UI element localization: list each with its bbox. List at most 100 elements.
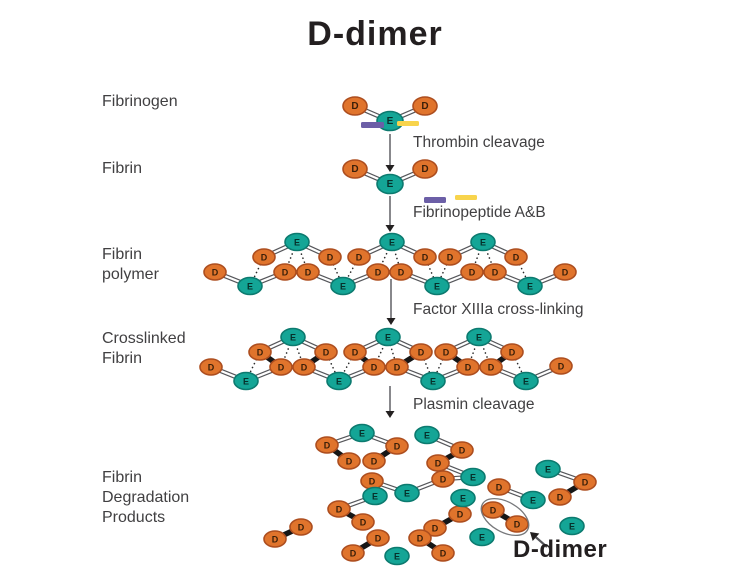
e-domain-node — [517, 276, 543, 296]
node-letter: E — [424, 431, 430, 441]
node-letter: D — [398, 268, 405, 278]
d-domain-node — [248, 343, 272, 361]
stage-label-line: polymer — [102, 266, 159, 283]
d-domain-node — [366, 529, 390, 547]
e-domain-node — [450, 488, 476, 508]
node-letter: D — [336, 505, 343, 515]
fibrinopeptide-b-bar — [397, 121, 419, 126]
dotted-interaction-line — [342, 256, 360, 287]
d-domain-node — [351, 513, 375, 531]
d-domain-node — [366, 263, 390, 281]
node-letter: D — [490, 506, 497, 516]
node-letter: E — [385, 333, 391, 343]
node-letter: E — [470, 473, 476, 483]
stage-label-fibrinogen: Fibrinogen — [102, 92, 178, 112]
node-letter: E — [243, 377, 249, 387]
fibrinopeptide-a-bar — [361, 122, 384, 128]
stage-label-line: Fibrin — [102, 350, 143, 367]
d-domain-node — [409, 343, 433, 361]
e-domain-node — [375, 327, 401, 347]
d-domain-node — [500, 343, 524, 361]
d-domain-node — [289, 518, 313, 536]
e-domain-node — [466, 327, 492, 347]
d-domain-node — [342, 159, 368, 179]
e-domain-node — [233, 371, 259, 391]
stage-label-crosslinked-fibrin: Crosslinked Fibrin — [102, 329, 186, 369]
node-letter: D — [447, 253, 454, 263]
node-letter: D — [435, 459, 442, 469]
node-letter: D — [323, 348, 330, 358]
node-letter: D — [305, 268, 312, 278]
node-letter: D — [371, 457, 378, 467]
e-domain-node — [384, 546, 410, 566]
fibrinopeptide-a-bar — [424, 197, 446, 203]
dotted-interaction-line — [338, 351, 356, 382]
e-domain-node — [520, 490, 546, 510]
e-domain-node — [414, 425, 440, 445]
d-domain-node — [252, 248, 276, 266]
node-letter: D — [440, 549, 447, 559]
node-letter: E — [434, 282, 440, 292]
e-domain-node — [237, 276, 263, 296]
node-letter: D — [272, 535, 279, 545]
node-letter: D — [421, 101, 428, 112]
node-letter: D — [440, 475, 447, 485]
stage-label-line: Degradation — [102, 489, 190, 506]
d-domain-node — [342, 96, 368, 116]
dotted-interaction-line — [373, 336, 389, 368]
node-letter: D — [558, 362, 565, 372]
e-domain-node — [326, 371, 352, 391]
d-domain-node — [389, 263, 413, 281]
d-domain-node — [412, 159, 438, 179]
annotation-fibrinopeptide-ab: Fibrinopeptide A&B — [413, 204, 546, 221]
e-domain-node — [469, 527, 495, 547]
node-letter: D — [360, 518, 367, 528]
node-letter: D — [278, 363, 285, 373]
d-domain-node — [553, 263, 577, 281]
node-letter: E — [294, 238, 300, 248]
node-letter: E — [387, 179, 394, 190]
d-domain-node — [263, 530, 287, 548]
d-domain-node — [413, 248, 437, 266]
node-letter: D — [371, 363, 378, 373]
flow-arrow-head — [386, 318, 396, 325]
d-domain-node — [341, 544, 365, 562]
e-domain-node — [559, 516, 585, 536]
d-domain-node — [273, 263, 297, 281]
node-letter: D — [394, 442, 401, 452]
stage-label-line: Fibrinogen — [102, 93, 178, 110]
e-domain-node — [420, 371, 446, 391]
annotation-factor-xiiia-crosslinking: Factor XIIIa cross-linking — [413, 301, 584, 318]
node-letter: D — [261, 253, 268, 263]
d-dimer-callout-label: D-dimer — [513, 536, 608, 563]
node-letter: E — [545, 465, 551, 475]
d-dimer-highlight-oval — [480, 497, 530, 537]
node-letter: D — [418, 348, 425, 358]
d-domain-node — [199, 358, 223, 376]
node-letter: E — [372, 492, 378, 502]
node-letter: D — [375, 534, 382, 544]
e-domain-node — [362, 486, 388, 506]
d-domain-node — [423, 519, 447, 537]
node-letter: D — [351, 164, 358, 175]
node-letter: E — [523, 377, 529, 387]
d-domain-node — [337, 452, 361, 470]
node-letter: D — [346, 457, 353, 467]
e-domain-node — [280, 327, 306, 347]
d-domain-node — [505, 515, 529, 533]
e-domain-node — [379, 232, 405, 252]
d-domain-node — [315, 436, 339, 454]
d-domain-node — [347, 248, 371, 266]
node-letter: D — [351, 101, 358, 112]
node-letter: E — [340, 282, 346, 292]
e-domain-node — [460, 467, 486, 487]
node-letter: D — [298, 523, 305, 533]
stage-label-line: Fibrin — [102, 469, 143, 486]
node-letter: D — [557, 493, 564, 503]
node-letter: E — [527, 282, 533, 292]
stage-label-line: Crosslinked — [102, 330, 186, 347]
d-domain-node — [481, 501, 505, 519]
d-domain-node — [460, 263, 484, 281]
d-domain-node — [362, 358, 386, 376]
